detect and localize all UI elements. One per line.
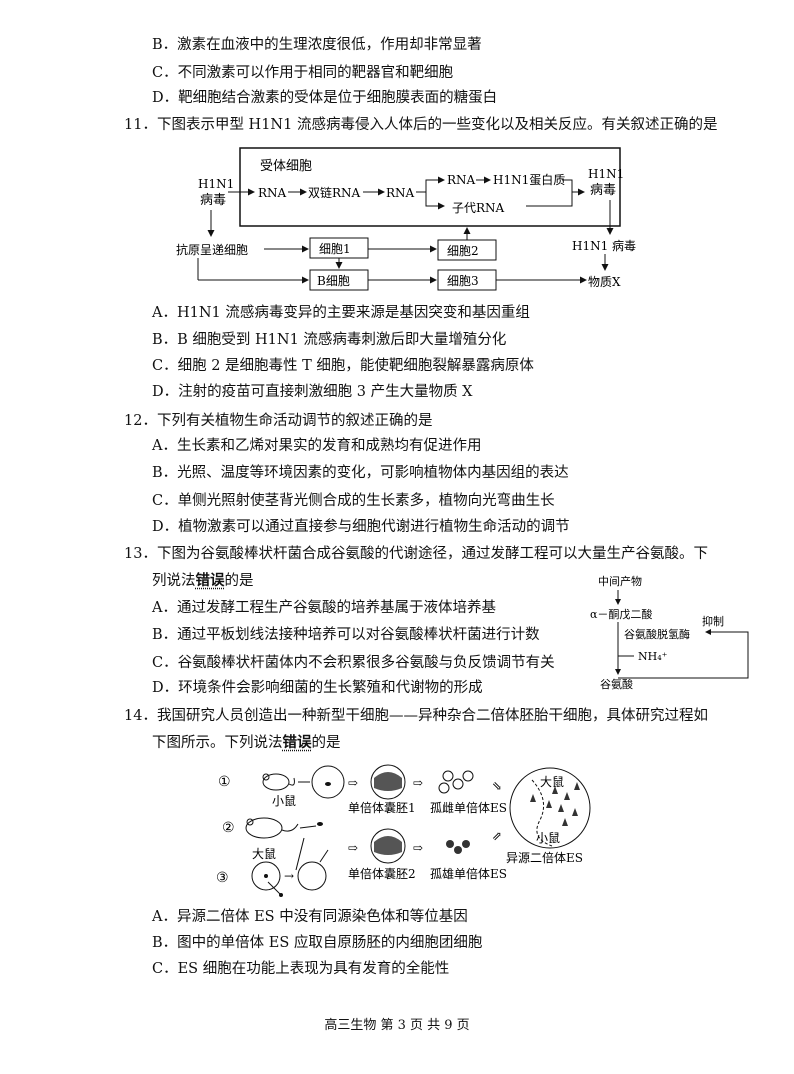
arrow-2: ⇨: [413, 776, 423, 790]
antigen-presenting-cell: 抗原呈递细胞: [176, 242, 248, 257]
substance-x: 物质X: [588, 275, 621, 289]
blastocyst-2-label: 单倍体囊胚2: [348, 866, 416, 881]
egg-3: [297, 861, 327, 891]
blastocyst-2: [370, 828, 406, 864]
rna-2: RNA: [386, 186, 415, 200]
rat-icon: [245, 817, 299, 839]
q14-diagram: ① ② ③ 小鼠 ⇨ 单倍体囊胚1 ⇨ 孤雌单倍体ES ⇘ 大鼠 → ⇨ 单倍体…: [216, 764, 591, 897]
parthenogenetic-es-label: 孤雌单倍体ES: [430, 800, 507, 815]
q13-option-c: C．谷氨酸棒状杆菌体内不会积累很多谷氨酸与负反馈调节有关: [152, 655, 555, 671]
virus-left-line1: H1N1: [198, 177, 234, 191]
virus-out: H1N1 病毒: [572, 238, 636, 253]
egg-1: [311, 765, 345, 799]
label-2: ②: [222, 820, 235, 836]
bcell-label: B细胞: [317, 274, 350, 288]
virus-right-line1: H1N1: [588, 167, 624, 181]
egg-2: [251, 861, 281, 891]
q14-option-b: B．图中的单倍体 ES 应取自原肠胚的内细胞团细胞: [152, 935, 483, 951]
es-cluster-2: [446, 840, 470, 854]
page-footer: 高三生物 第 3 页 共 9 页: [324, 1018, 470, 1033]
hybrid-big-rat: 大鼠: [540, 775, 564, 789]
q13-stem-suffix: 的是: [224, 573, 254, 589]
q14-stem-line2: 下图所示。下列说法错误的是: [152, 733, 341, 753]
arrow-3: ⇘: [492, 779, 502, 793]
receptor-cell-label: 受体细胞: [260, 159, 312, 174]
q11-diagram: 受体细胞 H1N1 病毒 RNA 双链RNA RNA RNA H1N1蛋白质 子…: [176, 147, 636, 291]
blastocyst-1-label: 单倍体囊胚1: [348, 800, 416, 815]
q12-option-b: B．光照、温度等环境因素的变化，可影响植物体内基因组的表达: [152, 465, 569, 481]
q14-emphasis: 错误: [282, 734, 312, 751]
virus-left-line2: 病毒: [200, 193, 226, 208]
alpha-ketoglutarate: α－酮戊二酸: [590, 607, 652, 621]
q10-option-c: C．不同激素可以作用于相同的靶器官和靶细胞: [152, 65, 454, 81]
q11-option-c: C．细胞 2 是细胞毒性 T 细胞，能使靶细胞裂解暴露病原体: [152, 358, 534, 374]
cell2-label: 细胞2: [447, 244, 479, 258]
q13-option-d: D．环境条件会影响细菌的生长繁殖和代谢物的形成: [152, 680, 483, 696]
receptor-cell-box: [239, 147, 621, 227]
q13-option-b: B．通过平板划线法接种培养可以对谷氨酸棒状杆菌进行计数: [152, 627, 540, 643]
q14-stem-line1: 14．我国研究人员创造出一种新型干细胞——异种杂合二倍体胚胎干细胞，具体研究过程…: [124, 708, 708, 724]
rna-3: RNA: [447, 173, 476, 187]
q14-stem-suffix: 的是: [311, 735, 341, 751]
arrow-5: ⇨: [348, 841, 358, 855]
q13-option-a: A．通过发酵工程生产谷氨酸的培养基属于液体培养基: [152, 600, 496, 616]
hybrid-es-circle: [509, 767, 591, 849]
q12-option-d: D．植物激素可以通过直接参与细胞代谢进行植物生命活动的调节: [152, 519, 570, 535]
glutamate-dehydrogenase: 谷氨酸脱氢酶: [624, 627, 690, 641]
q13-pathway-diagram: 中间产物 α－酮戊二酸 谷氨酸脱氢酶 抑制 NH₄⁺ 谷氨酸: [590, 574, 749, 690]
rat-label: 大鼠: [252, 847, 276, 861]
q11-stem: 11．下图表示甲型 H1N1 流感病毒侵入人体后的一些变化以及相关反应。有关叙述…: [124, 117, 718, 133]
q13-stem-prefix: 列说法: [152, 573, 196, 589]
hybrid-es-label: 异源二倍体ES: [506, 850, 583, 865]
androgenetic-es-label: 孤雄单倍体ES: [430, 866, 507, 881]
arrow-6: ⇨: [413, 841, 423, 855]
q12-option-c: C．单侧光照射使茎背光侧合成的生长素多，植物向光弯曲生长: [152, 493, 555, 509]
label-3: ③: [216, 870, 229, 886]
virus-right-line2: 病毒: [590, 183, 616, 198]
arrow-1: ⇨: [348, 776, 358, 790]
ds-rna: 双链RNA: [308, 185, 361, 200]
blastocyst-1: [370, 764, 406, 800]
q13-emphasis: 错误: [195, 572, 225, 589]
q10-option-b: B．激素在血液中的生理浓度很低，作用却非常显著: [152, 37, 482, 53]
label-1: ①: [218, 774, 231, 790]
q12-stem: 12．下列有关植物生命活动调节的叙述正确的是: [124, 413, 433, 429]
intermediate-product: 中间产物: [598, 574, 642, 588]
q10-option-d: D．靶细胞结合激素的受体是位于细胞膜表面的糖蛋白: [152, 90, 498, 106]
q14-option-a: A．异源二倍体 ES 中没有同源染色体和等位基因: [152, 909, 468, 925]
q13-stem-line1: 13．下图为谷氨酸棒状杆菌合成谷氨酸的代谢途径，通过发酵工程可以大量生产谷氨酸。…: [124, 546, 708, 562]
rna-1: RNA: [258, 186, 287, 200]
ammonium: NH₄⁺: [638, 650, 668, 663]
q13-stem-line2: 列说法错误的是: [152, 571, 254, 591]
es-cluster-1: [438, 770, 474, 794]
glutamate: 谷氨酸: [600, 677, 633, 690]
mouse-icon: [262, 773, 295, 791]
h1n1-protein: H1N1蛋白质: [493, 172, 565, 187]
arrow-4: →: [284, 869, 294, 883]
q11-option-a: A．H1N1 流感病毒变异的主要来源是基因突变和基因重组: [152, 305, 530, 321]
inhibit-label: 抑制: [702, 614, 724, 628]
cell3-label: 细胞3: [447, 274, 479, 288]
q14-stem-prefix: 下图所示。下列说法: [152, 735, 283, 751]
q11-option-d: D．注射的疫苗可直接刺激细胞 3 产生大量物质 X: [152, 384, 473, 400]
cell1-label: 细胞1: [319, 242, 351, 256]
arrow-7: ⇗: [492, 829, 502, 843]
q11-option-b: B．B 细胞受到 H1N1 流感病毒刺激后即大量增殖分化: [152, 332, 507, 348]
child-rna: 子代RNA: [452, 201, 505, 215]
q12-option-a: A．生长素和乙烯对果实的发育和成熟均有促进作用: [152, 438, 482, 454]
mouse-label: 小鼠: [272, 794, 296, 808]
hybrid-small-mouse: 小鼠: [536, 831, 560, 845]
q14-option-c: C．ES 细胞在功能上表现为具有发育的全能性: [152, 961, 450, 977]
